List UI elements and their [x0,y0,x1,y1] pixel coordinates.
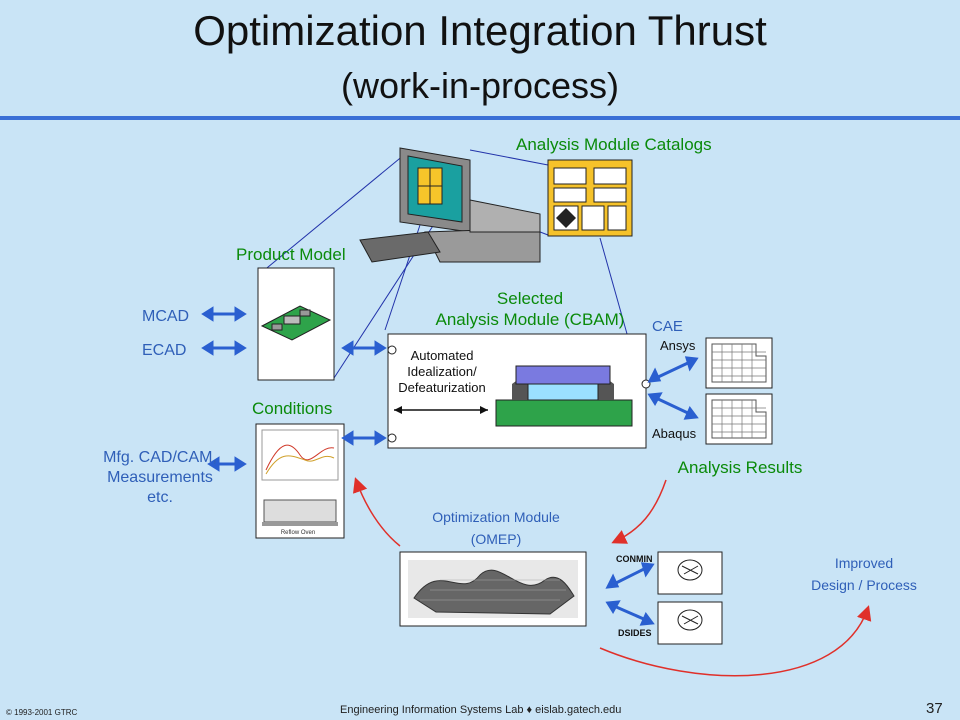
label-improved-line2: Design / Process [811,577,917,593]
label-product-model: Product Model [236,245,346,264]
label-abaqus: Abaqus [652,426,697,441]
lab-footer-text: Engineering Information Systems Lab ♦ ei… [340,704,622,716]
slide-subtitle: (work-in-process) [340,65,620,106]
copyright-text: © 1993-2001 GTRC [6,708,78,717]
reflow-oven-icon [262,499,338,526]
label-automated-line3: Defeaturization [398,380,485,395]
label-ansys: Ansys [660,338,696,353]
page-number: 37 [926,700,943,717]
label-mfg-line2: Measurements [107,469,213,486]
conmin-plot-icon [657,551,723,595]
label-dsides: DSIDES [618,628,652,638]
label-analysis-results: Analysis Results [678,458,803,477]
label-improved-line1: Improved [835,555,893,571]
label-conmin: CONMIN [616,554,653,564]
label-ecad: ECAD [142,342,186,359]
cbam-model-icon [495,365,633,427]
label-selected-line2: Analysis Module (CBAM) [436,310,625,329]
label-conditions: Conditions [252,399,332,418]
red-flow-arrows [353,477,872,677]
label-mfg-line3: etc. [147,489,173,506]
label-cae: CAE [652,318,683,335]
label-optimization-line1: Optimization Module [432,509,560,525]
double-arrows [201,306,699,626]
label-reflow-oven: Reflow Oven [281,530,315,536]
label-mfg-line1: Mfg. CAD/CAM, [103,449,217,466]
surface-plot-icon [408,560,578,618]
label-analysis-module-catalogs: Analysis Module Catalogs [516,135,712,154]
fea-mesh-ansys-icon [705,337,773,389]
slide-title: Optimization Integration Thrust [193,7,767,54]
title-rule [0,116,960,120]
label-mcad: MCAD [142,308,189,325]
label-selected-line1: Selected [497,289,563,308]
catalog-grid-icon [547,159,633,237]
temperature-chart-icon [261,429,339,481]
label-automated-line2: Idealization/ [407,364,477,379]
computer-icon [359,147,541,263]
fea-mesh-abaqus-icon [705,393,773,445]
label-optimization-line2: (OMEP) [471,531,522,547]
circuit-board-icon [260,305,332,341]
label-automated-line1: Automated [411,348,474,363]
dsides-plot-icon [657,601,723,645]
